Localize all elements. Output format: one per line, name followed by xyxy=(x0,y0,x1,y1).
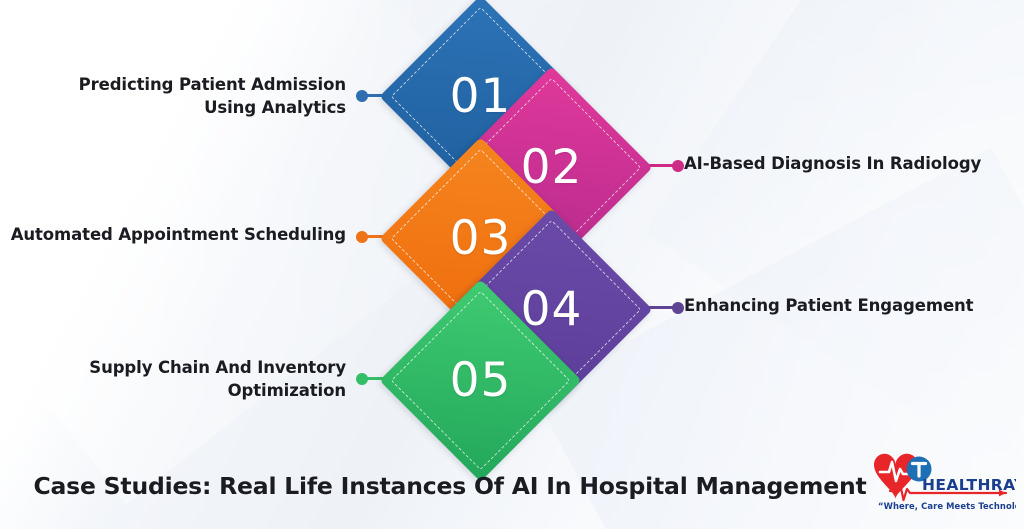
step-label-5-line-2: Optimization xyxy=(227,381,347,401)
connector-dot-step-4 xyxy=(672,301,684,314)
healthray-logo[interactable]: HEALTHRAY “Where, Care Meets Technology” xyxy=(866,443,1016,521)
logo-tagline-text: “Where, Care Meets Technology” xyxy=(878,501,1016,511)
step-label-4-line-1: Enhancing Patient Engagement xyxy=(684,296,974,315)
connector-dot-step-3 xyxy=(356,230,368,243)
connector-dot-step-2 xyxy=(672,159,684,172)
step-number-5: 05 xyxy=(449,353,512,408)
step-label-1-line-2: Using Analytics xyxy=(204,98,346,118)
step-label-4: Enhancing Patient Engagement xyxy=(684,294,1014,317)
step-label-3: Automated Appointment Scheduling xyxy=(0,223,346,246)
step-label-2-line-1: AI-Based Diagnosis In Radiology xyxy=(684,154,982,173)
step-label-3-line-1: Automated Appointment Scheduling xyxy=(10,225,346,244)
step-label-5-line-1: Supply Chain And Inventory xyxy=(89,358,346,377)
step-label-1-line-1: Predicting Patient Admission xyxy=(78,75,347,94)
logo-brand-text: HEALTHRAY xyxy=(922,476,1016,494)
step-label-1: Predicting Patient Admission Using Analy… xyxy=(16,73,347,120)
step-label-2: AI-Based Diagnosis In Radiology xyxy=(684,152,1014,175)
page-title: Case Studies: Real Life Instances Of AI … xyxy=(33,472,867,500)
ecg-underline-icon xyxy=(888,479,1008,502)
ecg-line-icon xyxy=(878,460,915,483)
step-label-5: Supply Chain And Inventory Optimization xyxy=(16,356,346,403)
background-accent-band xyxy=(644,0,1024,473)
badge-t-icon xyxy=(906,456,932,482)
step-diamond-5[interactable]: 05 xyxy=(379,279,582,482)
connector-dot-step-1 xyxy=(356,89,368,102)
connector-dot-step-5 xyxy=(356,372,368,385)
